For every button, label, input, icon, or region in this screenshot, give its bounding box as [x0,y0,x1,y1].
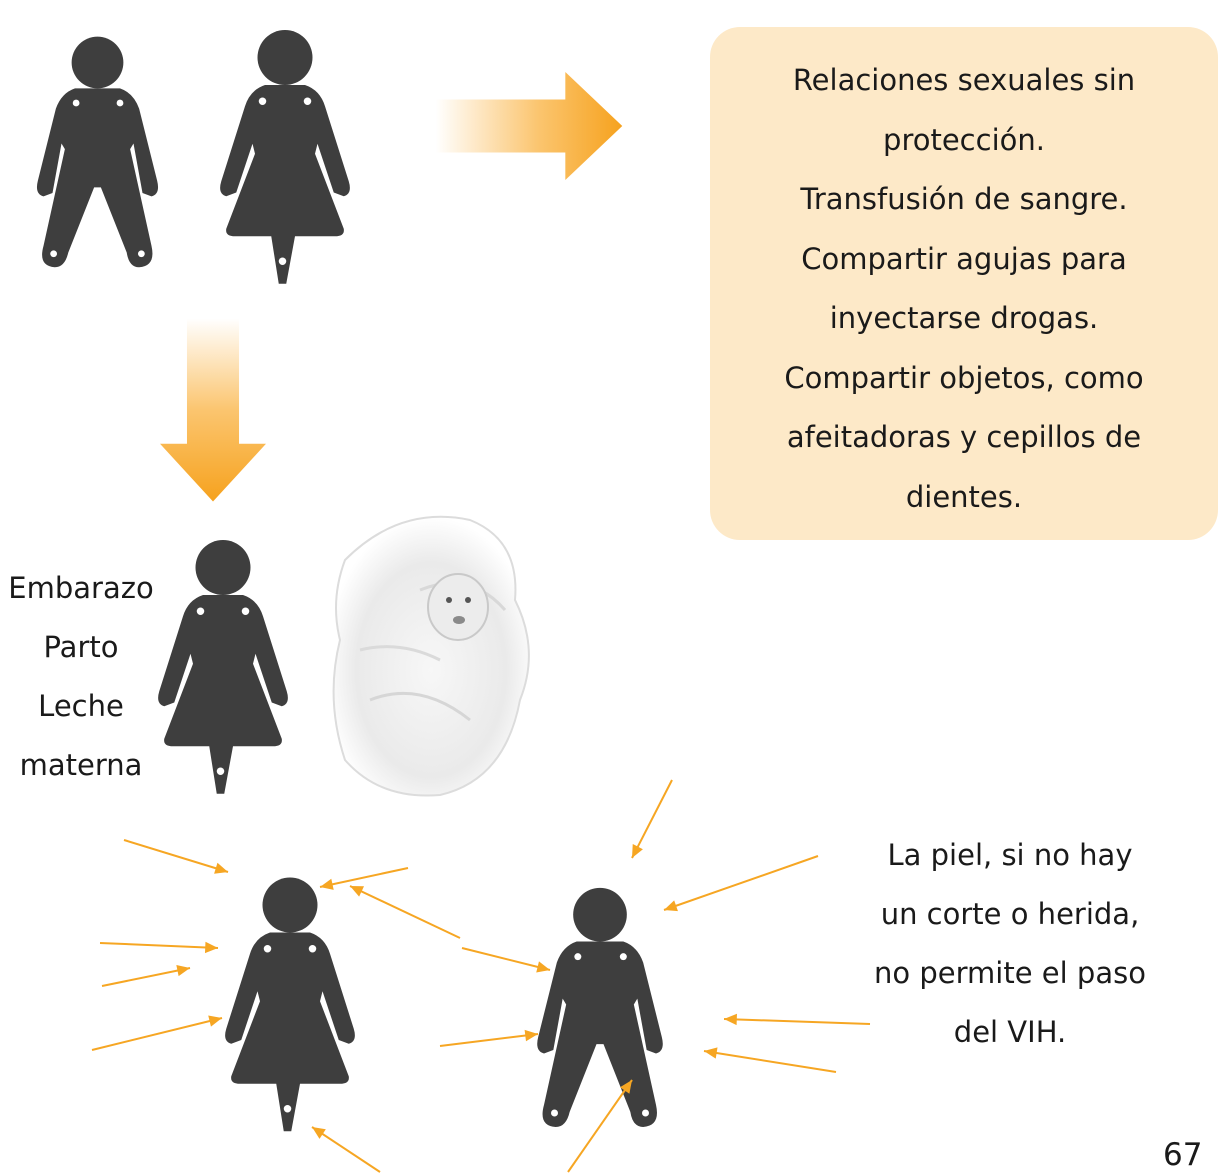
info-line: Compartir objetos, como [784,360,1144,395]
small-arrow-icon [663,855,819,912]
big-orange-arrow-icon [435,72,623,180]
skin-line: del VIH. [953,1015,1067,1049]
female-figure-icon [220,30,350,284]
info-line: inyectarse drogas. [829,301,1099,335]
info-line: Compartir agujas para [801,241,1127,276]
small-arrow-icon [631,779,673,859]
small-arrow-icon [703,1047,837,1073]
skin-line: un corte o herida, [880,897,1140,931]
male-figure-icon [36,36,159,268]
info-line: Relaciones sexuales sin [792,63,1136,97]
left-label-line: Embarazo [8,571,154,605]
left-label-line: materna [19,748,143,782]
small-arrow-icon [101,964,191,987]
info-line: afeitadoras y cepillos de [786,420,1142,454]
small-arrow-icon [311,1126,381,1173]
small-arrows-group [91,779,871,1173]
transmission-routes-box: Relaciones sexuales sin protección. Transf… [710,27,1218,540]
small-arrow-icon [439,1029,539,1047]
small-arrow-icon [567,1079,633,1173]
female-figure-icon [158,540,288,794]
small-arrow-icon [723,1013,871,1026]
small-arrow-icon [91,1015,223,1051]
left-label-line: Parto [43,630,119,664]
skin-line: La piel, si no hay [887,838,1133,872]
male-figure-icon [537,887,663,1127]
small-arrow-icon [319,867,409,890]
transmission-routes-text: Relaciones sexuales sin protección. Transf… [710,51,1218,527]
skin-line: no permite el paso [874,956,1146,990]
page-number: 67 [1163,1137,1203,1173]
info-line: dientes. [905,479,1023,514]
baby-photo [315,500,560,820]
big-orange-arrow-icon [160,318,266,502]
small-arrow-icon [123,839,229,874]
left-label-line: Leche [38,689,124,723]
small-arrow-icon [349,885,461,939]
female-figure-icon [225,877,355,1132]
info-line: protección. [883,122,1045,157]
small-arrow-icon [99,941,219,954]
info-line: Transfusión de sangre. [800,182,1128,216]
skin-barrier-text: La piel, si no hay un corte o herida, no p… [845,826,1175,1062]
small-arrow-icon [461,947,551,973]
